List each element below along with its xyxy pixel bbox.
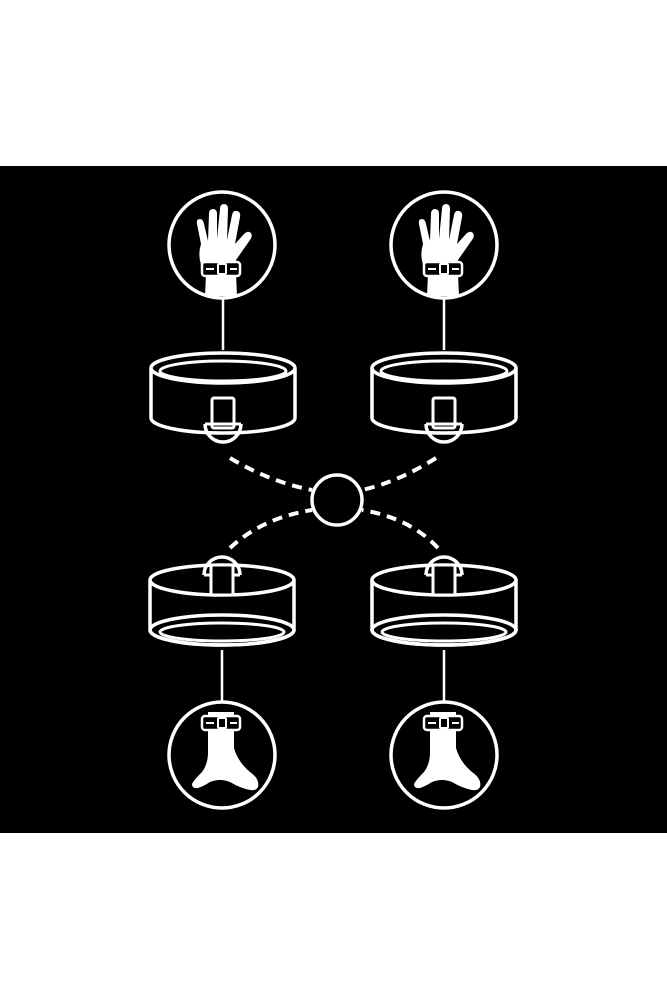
ankle-cuff: [370, 555, 518, 647]
ankle-cuff-icon: [167, 700, 277, 810]
connector-lines: [220, 298, 446, 702]
hand-cuff-icon: [167, 190, 277, 300]
center-connector-ring: [310, 473, 364, 527]
wrist-cuff: [370, 351, 518, 444]
ankle-cuff-icon: [389, 700, 499, 810]
wrist-cuff: [149, 351, 297, 444]
hand-cuff-icon: [389, 190, 499, 300]
detachable-chain-link: [228, 456, 440, 550]
ankle-cuff: [148, 555, 296, 647]
